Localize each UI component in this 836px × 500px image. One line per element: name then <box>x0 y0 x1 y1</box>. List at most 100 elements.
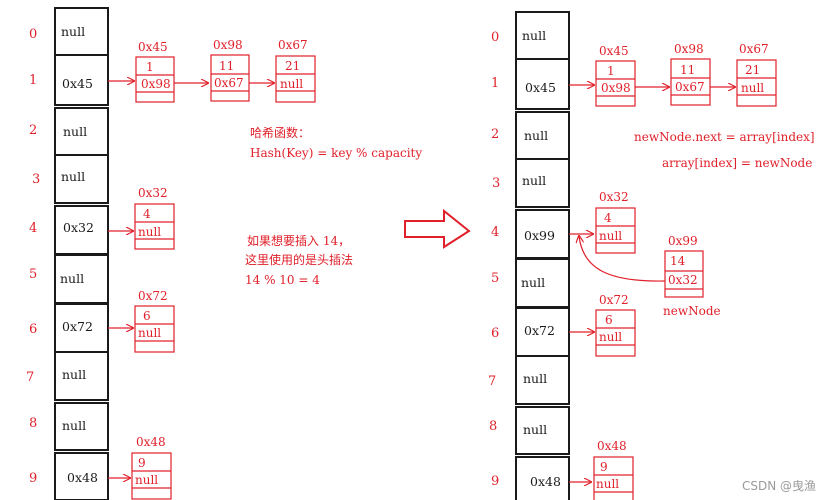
before-chain-1: 0x45 1 0x98 0x98 11 0x67 0x67 <box>108 38 316 103</box>
before-index-6: 6 <box>29 322 37 337</box>
code-line-2: array[index] = newNode <box>662 156 812 170</box>
after-index-3: 3 <box>492 176 500 191</box>
after-node-0x48-address: 0x48 <box>597 439 627 453</box>
after-node-0x45-value: 1 <box>607 64 615 78</box>
before-slot-0-value: null <box>61 24 85 39</box>
before-node-0x72-address: 0x72 <box>138 289 168 303</box>
before-node-0x67-next: null <box>280 77 303 91</box>
after-node-0x32-next: null <box>599 229 622 243</box>
after-index-1: 1 <box>491 76 499 91</box>
before-slot-3-value: null <box>61 169 85 184</box>
after-node-0x72-address: 0x72 <box>599 293 629 307</box>
new-node-address: 0x99 <box>668 234 698 248</box>
before-node-0x67-address: 0x67 <box>278 38 308 52</box>
before-slot-7 <box>54 351 109 401</box>
before-slot-3 <box>54 154 109 204</box>
before-index-labels: 0 1 2 3 4 5 6 7 8 9 <box>26 27 40 486</box>
after-slot-5-value: null <box>521 275 545 290</box>
after-node-0x48-next: null <box>596 477 619 491</box>
hash-function-formula: Hash(Key) = key % capacity <box>250 146 422 160</box>
before-index-0: 0 <box>29 27 37 42</box>
after-slot-0 <box>515 11 570 60</box>
after-node-0x67-value: 21 <box>745 63 760 77</box>
after-slot-4-value: 0x99 <box>524 228 555 243</box>
after-chain-1: 0x45 1 0x98 0x98 11 0x67 0x67 <box>569 42 777 107</box>
after-node-0x67 <box>736 59 777 107</box>
after-slot-6 <box>515 307 570 357</box>
before-node-0x48-address: 0x48 <box>136 435 166 449</box>
before-array: null 0x45 null null 0x32 null 0x72 null … <box>54 7 109 500</box>
before-slot-8-value: null <box>62 418 86 433</box>
before-slot-7-value: null <box>62 367 86 382</box>
before-index-2: 2 <box>29 123 37 138</box>
after-slot-6-value: 0x72 <box>524 323 555 338</box>
new-node-label: newNode <box>663 304 721 318</box>
after-slot-1 <box>515 58 570 110</box>
new-node-value: 14 <box>670 254 686 268</box>
before-node-0x98-next: 0x67 <box>214 76 244 90</box>
after-slot-8-value: null <box>523 422 547 437</box>
after-slot-9-value: 0x48 <box>530 474 561 489</box>
after-node-0x98-value: 11 <box>680 63 695 77</box>
after-index-4: 4 <box>491 225 499 240</box>
after-chain-6: 0x72 6 null <box>569 293 636 357</box>
before-node-0x48 <box>131 452 172 500</box>
before-node-0x48-value: 9 <box>138 456 146 470</box>
before-index-7: 7 <box>26 370 34 385</box>
insert-note-line-2: 这里使用的是头插法 <box>245 252 353 267</box>
after-node-0x32-address: 0x32 <box>599 190 629 204</box>
after-index-7: 7 <box>488 374 496 389</box>
after-chain-9: 0x48 9 null <box>569 439 634 500</box>
before-node-0x98 <box>210 54 250 102</box>
after-node-0x45-address: 0x45 <box>599 44 629 58</box>
after-node-0x72-next: null <box>599 330 622 344</box>
after-node-0x72-value: 6 <box>605 313 613 327</box>
after-slot-7 <box>515 355 570 405</box>
before-slot-2-value: null <box>63 124 87 139</box>
before-index-9: 9 <box>29 471 37 486</box>
after-index-6: 6 <box>491 326 499 341</box>
before-slot-1-value: 0x45 <box>62 76 93 91</box>
before-node-0x45-address: 0x45 <box>138 40 168 54</box>
before-node-0x45-value: 1 <box>146 60 154 74</box>
before-slot-4-value: 0x32 <box>63 220 94 235</box>
after-slot-2-value: null <box>524 128 548 143</box>
after-index-5: 5 <box>491 271 499 286</box>
after-node-0x98-next: 0x67 <box>675 80 705 94</box>
before-node-0x32-next: null <box>138 225 161 239</box>
before-node-0x45-next: 0x98 <box>141 77 171 91</box>
after-index-0: 0 <box>491 30 499 45</box>
before-index-8: 8 <box>29 416 37 431</box>
after-node-0x67-next: null <box>741 81 764 95</box>
before-node-0x72 <box>134 305 175 353</box>
after-node-0x32 <box>595 207 636 254</box>
code-line-1: newNode.next = array[index] <box>634 130 815 144</box>
after-node-0x45-next: 0x98 <box>601 81 631 95</box>
after-slot-3 <box>515 158 570 208</box>
after-panel: 0 1 2 3 4 5 6 7 8 9 null 0x45 null null … <box>488 11 815 500</box>
before-chain-6: 0x72 6 null <box>108 289 175 353</box>
after-index-2: 2 <box>491 127 499 142</box>
after-node-0x98 <box>670 58 711 106</box>
after-node-0x67-address: 0x67 <box>739 42 769 56</box>
before-slot-5-value: null <box>60 271 84 286</box>
after-slot-1-value: 0x45 <box>525 80 556 95</box>
before-chain-9: 0x48 9 null <box>108 435 172 500</box>
before-node-0x67 <box>275 55 316 103</box>
before-slot-6-value: 0x72 <box>62 319 93 334</box>
after-slot-3-value: null <box>522 173 546 188</box>
after-index-labels: 0 1 2 3 4 5 6 7 8 9 <box>488 30 500 489</box>
before-slot-8 <box>54 402 109 451</box>
after-node-0x98-address: 0x98 <box>674 42 704 56</box>
after-node-0x72 <box>595 309 636 357</box>
before-node-0x72-value: 6 <box>143 309 151 323</box>
before-node-0x32-address: 0x32 <box>138 186 168 200</box>
new-node-0x99 <box>664 250 704 298</box>
after-chain-4: 0x32 4 null 0x99 14 0x32 newNode <box>569 190 721 318</box>
insert-note-line-3: 14 % 10 = 4 <box>245 273 320 287</box>
insert-note-line-1: 如果想要插入 14， <box>247 233 350 248</box>
before-index-5: 5 <box>29 267 37 282</box>
before-node-0x67-value: 21 <box>285 59 300 73</box>
before-slot-1 <box>54 54 109 106</box>
